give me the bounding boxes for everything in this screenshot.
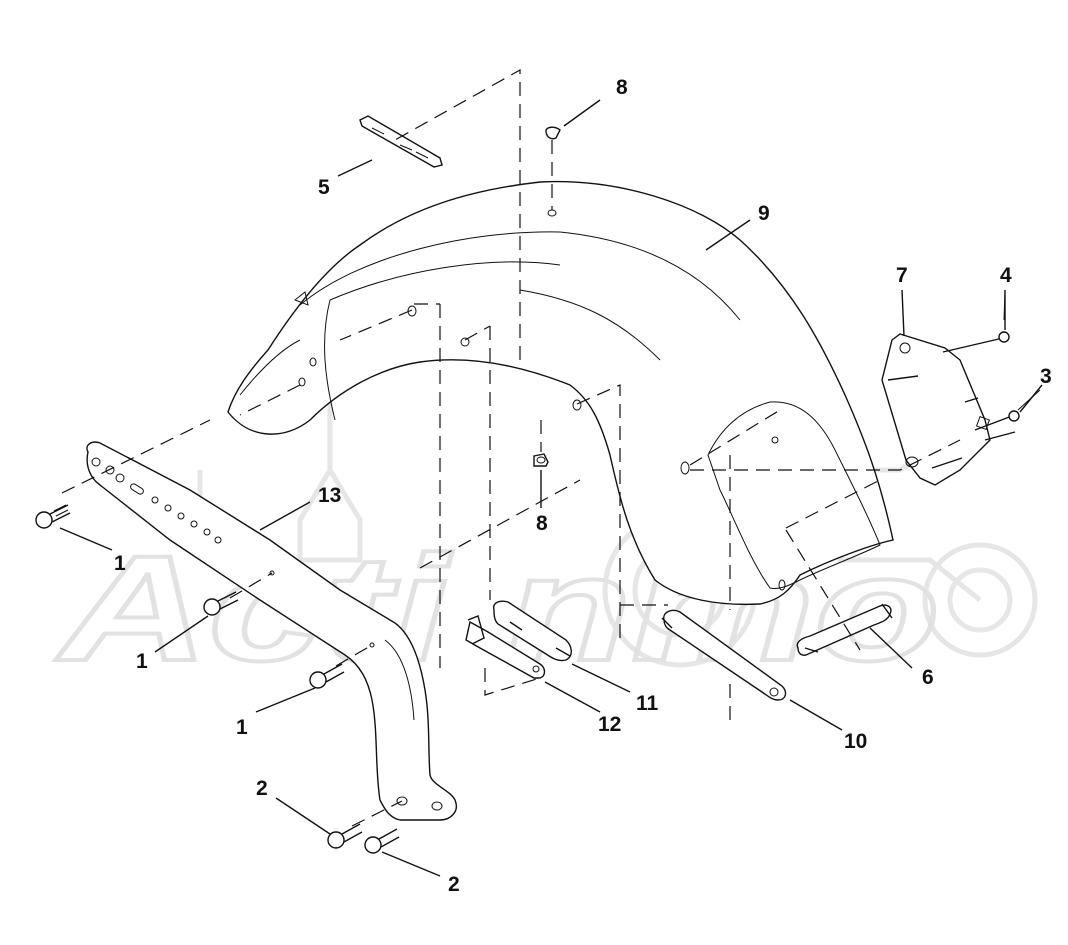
label-part-9: 9: [758, 202, 770, 225]
bolt-part-1-a: [35, 504, 71, 529]
label-part-2-a: 2: [256, 777, 268, 800]
mounting-plate-part-11: [493, 600, 572, 662]
label-part-3: 3: [1040, 365, 1052, 388]
label-part-5: 5: [318, 176, 330, 199]
label-part-8-bottom: 8: [536, 512, 548, 535]
label-part-2-b: 2: [448, 873, 460, 896]
bolt-part-2-b: [364, 828, 400, 854]
bolt-part-2-a: [327, 823, 363, 849]
fender-emblem-strip: [359, 115, 443, 168]
label-part-12: 12: [598, 713, 621, 736]
mounting-plate-part-12: [465, 615, 546, 679]
part-labels: 1 1 1 2 2 3 4 5 6 7 8 8 9 10 11 12 13: [114, 76, 1052, 896]
fender-support-strut: [86, 441, 457, 821]
leader-lines: [59, 99, 1043, 877]
bolt-part-1-b: [203, 591, 239, 616]
label-part-10: 10: [844, 730, 867, 753]
label-part-6: 6: [922, 666, 934, 689]
clip-part-8-top: [545, 126, 561, 140]
label-part-7: 7: [896, 264, 908, 287]
support-bar-part-10: [661, 609, 787, 701]
label-part-1-c: 1: [236, 716, 248, 739]
stud-bar-part-6: [796, 603, 893, 656]
nut-part-4: [998, 289, 1010, 343]
mounting-bracket: [881, 333, 1016, 486]
label-part-11: 11: [636, 692, 659, 715]
bolt-part-1-c: [309, 663, 345, 689]
label-part-1-b: 1: [136, 650, 148, 673]
label-part-13: 13: [318, 484, 341, 507]
label-part-1-a: 1: [114, 552, 126, 575]
assembly-lines: [61, 68, 961, 827]
label-part-8-top: 8: [616, 76, 628, 99]
rear-fender: [227, 180, 894, 606]
label-part-4: 4: [1000, 264, 1012, 287]
rubber-bumper-part-8: [533, 453, 549, 467]
